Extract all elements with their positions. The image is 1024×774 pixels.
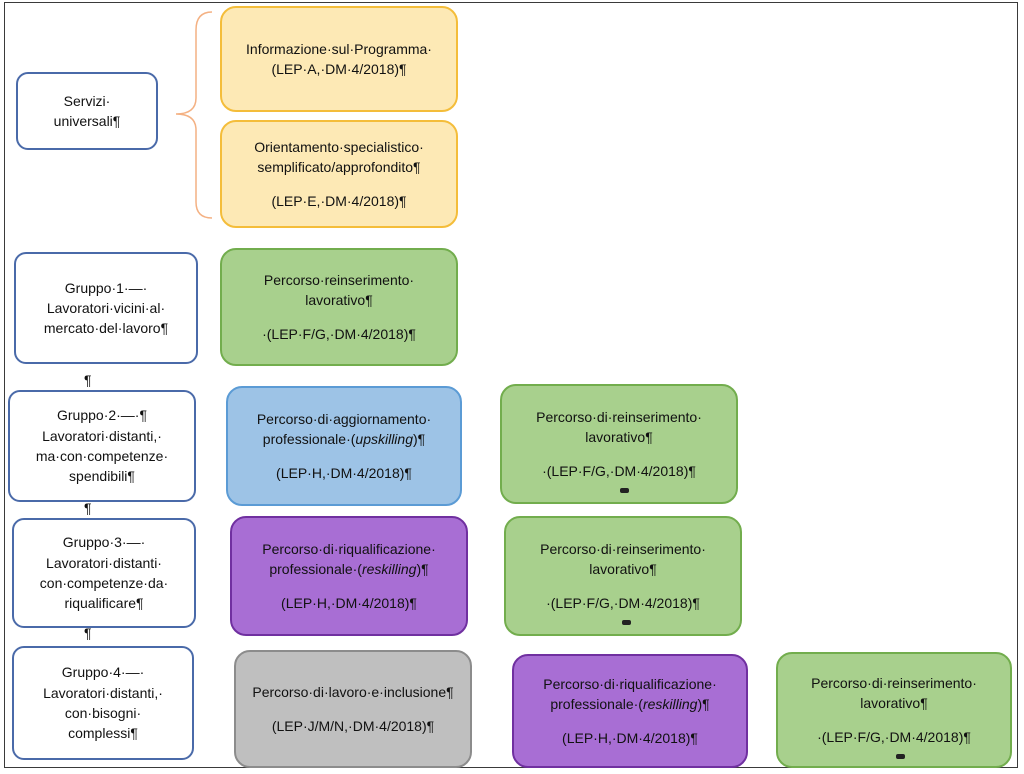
- group-3-path-reskilling: Percorso·di·riqualificazione· profession…: [230, 516, 468, 636]
- group-label-line: Lavoratori·distanti,·: [43, 684, 163, 701]
- path-line: Percorso·di·reinserimento·: [540, 541, 706, 558]
- group-label-line: Gruppo·3·—·: [62, 534, 146, 551]
- service-line: Orientamento·specialistico·: [254, 139, 424, 156]
- service-line: Informazione·sul·Programma·: [246, 40, 432, 57]
- group-4-path-reskilling: Percorso·di·riqualificazione· profession…: [512, 654, 748, 768]
- group-label-line: Lavoratori·vicini·al·: [46, 299, 166, 316]
- path-line: lavorativo¶: [589, 561, 657, 578]
- group-label-line: mercato·del·lavoro¶: [43, 320, 169, 337]
- group-1-box: Gruppo·1·—· Lavoratori·vicini·al· mercat…: [14, 252, 198, 364]
- group-4-box: Gruppo·4·—· Lavoratori·distanti,· con·bi…: [12, 646, 194, 760]
- universal-services-box: Servizi· universali¶: [16, 72, 158, 150]
- group-label-line: con·bisogni·: [64, 705, 142, 721]
- path-line: professionale·(reskilling)¶: [550, 696, 710, 713]
- group-label-line: ma·con·competenze·: [35, 448, 169, 464]
- path-line: Percorso·di·aggiornamento·: [256, 411, 432, 428]
- ink-blot: [620, 488, 629, 493]
- universal-label-line: Servizi·: [63, 92, 111, 109]
- group-2-path-reinsertion: Percorso·di·reinserimento· lavorativo¶ ·…: [500, 384, 738, 504]
- pilcrow-mark: ¶: [84, 500, 92, 516]
- path-line: Percorso·di·riqualificazione·: [262, 541, 436, 558]
- curly-brace-connector: [175, 11, 213, 219]
- path-line: (LEP·H,·DM·4/2018)¶: [276, 464, 412, 481]
- path-line: ·(LEP·F/G,·DM·4/2018)¶: [542, 462, 696, 479]
- path-line: Percorso·reinserimento·: [263, 272, 415, 289]
- path-line: Percorso·di·lavoro·e·inclusione¶: [252, 684, 454, 701]
- group-label-line: spendibili¶: [69, 468, 135, 485]
- universal-label-line: universali¶: [53, 113, 121, 129]
- service-line: semplificato/approfondito¶: [257, 159, 421, 176]
- service-line: (LEP·A,·DM·4/2018)¶: [271, 61, 407, 77]
- path-line: Percorso·di·reinserimento·: [811, 675, 977, 692]
- path-line: lavorativo¶: [860, 695, 928, 712]
- path-line: (LEP·J/M/N,·DM·4/2018)¶: [271, 717, 435, 734]
- path-line: ·(LEP·F/G,·DM·4/2018)¶: [546, 594, 700, 611]
- group-4-path-reinsertion: Percorso·di·reinserimento· lavorativo¶ ·…: [776, 652, 1012, 768]
- group-label-line: Gruppo·2·—·¶: [57, 407, 147, 424]
- group-3-box: Gruppo·3·—· Lavoratori·distanti· con·com…: [12, 518, 196, 628]
- group-label-line: Gruppo·1·—·: [64, 279, 148, 296]
- group-label-line: complessi¶: [68, 725, 138, 742]
- group-4-path-inclusion: Percorso·di·lavoro·e·inclusione¶ (LEP·J/…: [234, 650, 472, 768]
- path-line: lavorativo¶: [305, 292, 373, 309]
- path-line: professionale·(upskilling)¶: [262, 431, 426, 448]
- pilcrow-mark: ¶: [84, 372, 92, 388]
- path-line: ·(LEP·F/G,·DM·4/2018)¶: [817, 728, 971, 745]
- group-label-line: riqualificare¶: [64, 595, 144, 612]
- group-1-path-reinsertion: Percorso·reinserimento· lavorativo¶ ·(LE…: [220, 248, 458, 366]
- path-line: Percorso·di·riqualificazione·: [543, 676, 717, 693]
- pilcrow-mark: ¶: [84, 625, 92, 641]
- group-label-line: Lavoratori·distanti,·: [42, 427, 162, 444]
- group-2-path-upskilling: Percorso·di·aggiornamento· professionale…: [226, 386, 462, 506]
- group-label-line: Lavoratori·distanti·: [46, 554, 162, 571]
- ink-blot: [622, 620, 631, 625]
- path-line: professionale·(reskilling)¶: [269, 561, 429, 578]
- group-2-box: Gruppo·2·—·¶ Lavoratori·distanti,· ma·co…: [8, 390, 196, 502]
- service-line: (LEP·E,·DM·4/2018)¶: [271, 192, 407, 209]
- group-label-line: Gruppo·4·—·: [61, 664, 145, 681]
- path-line: (LEP·H,·DM·4/2018)¶: [562, 729, 698, 746]
- service-box-information: Informazione·sul·Programma· (LEP·A,·DM·4…: [220, 6, 458, 112]
- ink-blot: [896, 754, 905, 759]
- path-line: (LEP·H,·DM·4/2018)¶: [281, 594, 417, 611]
- diagram-frame: [4, 2, 1018, 768]
- path-line: lavorativo¶: [585, 429, 653, 446]
- path-line: Percorso·di·reinserimento·: [536, 409, 702, 426]
- group-3-path-reinsertion: Percorso·di·reinserimento· lavorativo¶ ·…: [504, 516, 742, 636]
- group-label-line: con·competenze·da·: [39, 575, 169, 591]
- service-box-orientation: Orientamento·specialistico· semplificato…: [220, 120, 458, 228]
- path-line: ·(LEP·F/G,·DM·4/2018)¶: [262, 325, 416, 342]
